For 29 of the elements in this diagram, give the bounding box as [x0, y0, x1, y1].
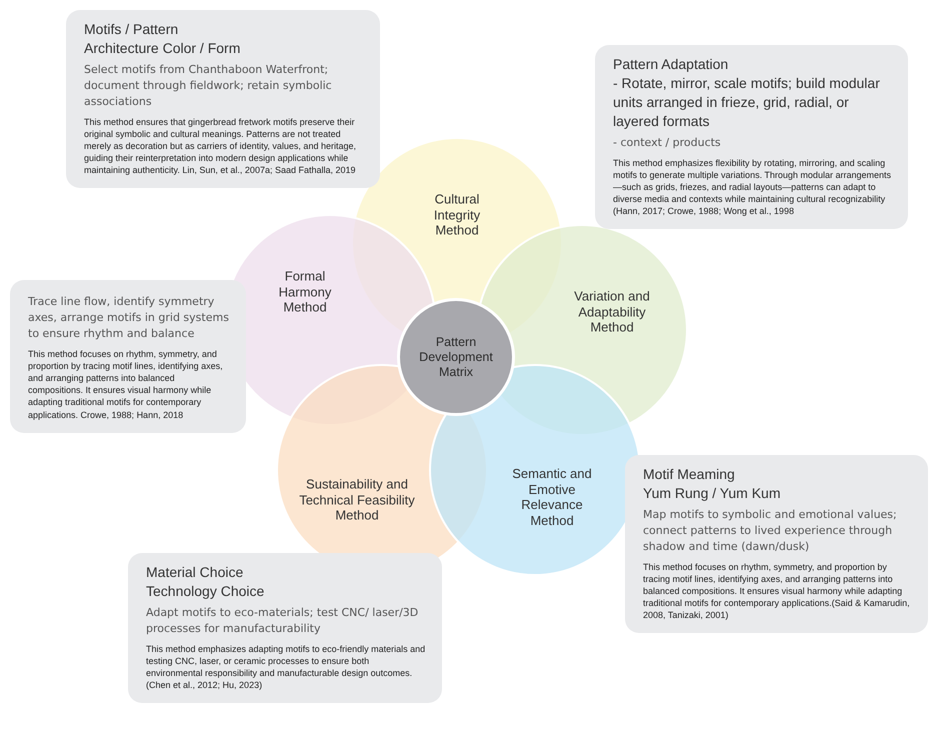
- card-heading: Yum Rung / Yum Kum: [643, 484, 782, 503]
- circle-label: Pattern Development Matrix: [418, 334, 494, 380]
- method-label: Variation and Adaptability Method: [573, 288, 651, 336]
- description-text: This method focuses on rhythm, symmetry, and proportion by tracing motif lines, identifying axes, and arranging patterns into balanced compositions. It ensures visual harmony while adapting traditional motifs for contemporary applications.(Said & Kamarudin, 2008, Tanizaki, 2001): [643, 560, 911, 622]
- card-heading: Motif Meaming: [643, 465, 736, 484]
- card-heading: Technology Choice: [146, 582, 266, 601]
- method-label: Semantic and Emotive Relevance Method: [511, 466, 593, 528]
- description-text: This method emphasizes adapting motifs to eco-friendly materials and testing CNC, laser, or ceramic processes to ensure both environmental responsibility and manufacturable design outcomes. (Chen et al., 2012; Hu, 2023): [146, 642, 426, 692]
- method-label: Formal Harmony Method: [278, 268, 332, 316]
- summary-text: Adapt motifs to eco-materials; test CNC/ laser/3D processes for manufacturability: [146, 604, 420, 637]
- info-card: [625, 455, 928, 634]
- card-heading: Material Choice: [146, 563, 244, 582]
- summary-text: Select motifs from Chanthaboon Waterfront; document through fieldwork; retain symbolic associations: [84, 62, 333, 110]
- description-text: This method emphasizes flexibility by rotating, mirroring, and scaling motifs to generate multiple variations. Through modular arrangements—such as grids, friezes, and radial layouts—patterns can adapt to diverse media and contexts while maintaining cultural recognizability (Hann, 2017; Crowe, 1988; Wong et al., 1998: [613, 156, 892, 218]
- method-label: Sustainability and Technical Feasibility Method: [298, 476, 416, 524]
- summary-text: - context / products: [613, 134, 722, 150]
- info-card: [595, 45, 908, 230]
- summary-text: Map motifs to symbolic and emotional values; connect patterns to lived experience through shadow and time (dawn/dusk): [643, 506, 898, 555]
- description-text: This method ensures that gingerbread fretwork motifs preserve their original symbolic and cultural meanings. Patterns are not treated merely as decoration but as carriers of identity, values, and heritage, guiding their reinterpretation into modern design applications while maintaining authenticity. Lin, Sun, et al., 2007a; Saad Fathalla, 2019: [84, 116, 357, 176]
- card-heading: Motifs / Pattern: [84, 20, 180, 39]
- info-card: [10, 280, 246, 433]
- info-card: [128, 553, 442, 704]
- card-heading: Architecture Color / Form: [84, 38, 242, 58]
- card-heading: - Rotate, mirror, scale motifs; build modular units arranged in frieze, grid, radial, or layered formats: [613, 74, 881, 131]
- description-text: This method focuses on rhythm, symmetry, and proportion by tracing motif lines, identifying axes, and arranging patterns into balanced compositions. It ensures visual harmony while adapting traditional motifs for contemporary applications. Crowe, 1988; Hann, 2018: [28, 348, 224, 421]
- card-heading: Pattern Adaptation: [613, 55, 730, 74]
- method-label: Cultural Integrity Method: [432, 192, 482, 238]
- summary-text: Trace line flow, identify symmetry axes, arrange motifs in grid systems to ensure rhythm and balance: [28, 294, 230, 342]
- info-card: [66, 10, 380, 188]
